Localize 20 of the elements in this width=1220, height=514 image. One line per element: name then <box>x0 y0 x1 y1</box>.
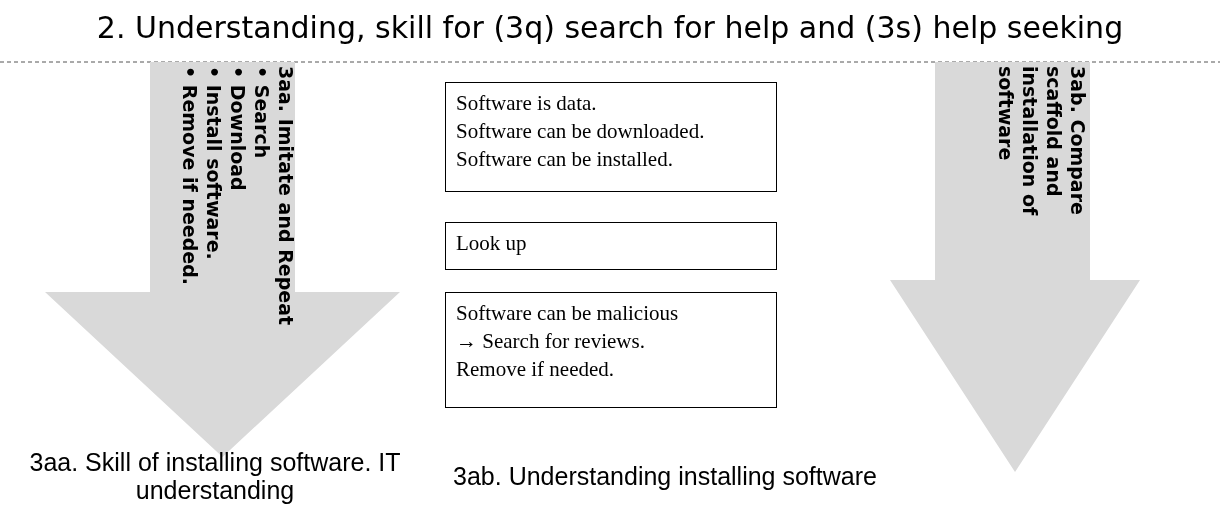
text-box <box>445 222 777 270</box>
box-text: Remove if needed. <box>456 356 616 383</box>
box-text: Software is data. <box>456 90 598 117</box>
down-arrow-shape <box>890 62 1140 472</box>
text-box <box>445 82 777 192</box>
title: 2. Understanding, skill for (3q) search for help and (3s) help seeking <box>95 10 1125 45</box>
box-text: → Search for reviews. <box>456 328 646 355</box>
bullet-item: • Search <box>250 66 274 161</box>
box-text: Software can be malicious <box>456 300 680 327</box>
arrow-heading: 3ab. Compare scaffold and installation of software <box>994 66 1090 218</box>
text-box <box>445 292 777 408</box>
box-text: Look up <box>456 230 528 257</box>
bullet-item: • Install software. <box>202 66 226 262</box>
box-text: Software can be installed. <box>456 146 674 173</box>
arrow-caption: 3ab. Understanding installing software <box>452 462 878 490</box>
box-text: Software can be downloaded. <box>456 118 706 145</box>
bullet-item: • Remove if needed. <box>178 66 202 287</box>
arrow-caption: 3aa. Skill of installing software. IT understanding <box>28 448 402 504</box>
arrow-heading: 3aa. Imitate and Repeat <box>274 66 298 328</box>
bullet-item: • Download <box>226 66 250 193</box>
